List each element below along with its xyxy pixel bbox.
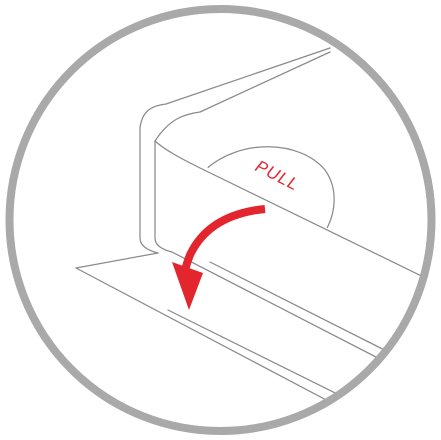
circle-frame: [5, 5, 436, 435]
curved-arrow-down-icon: [172, 205, 266, 310]
pull-tab[interactable]: [204, 146, 335, 231]
package-drawing: PULL: [75, 47, 432, 431]
lid: [139, 47, 331, 142]
